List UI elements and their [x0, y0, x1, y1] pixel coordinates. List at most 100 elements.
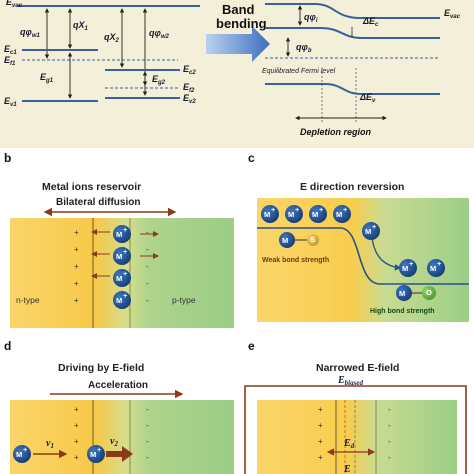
panel-b-title: Metal ions reservoir [42, 181, 141, 193]
ec1-label: Ec1 [4, 44, 17, 56]
svg-text:S: S [310, 235, 315, 244]
band-bending-label-line1: Band [222, 2, 255, 17]
svg-text:+: + [23, 445, 28, 454]
svg-text:M: M [399, 289, 405, 298]
svg-text:M: M [90, 450, 96, 459]
svg-text:+: + [97, 445, 102, 454]
plus-e-3: + [318, 437, 323, 446]
delta-ec-label: ΔEc [362, 16, 379, 28]
minus-d-3: - [146, 437, 149, 446]
plus-e-4: + [318, 453, 323, 462]
evac-bent-line [265, 3, 440, 19]
panel-b-subtitle: Bilateral diffusion [56, 197, 140, 208]
ion-b-4: M+ [113, 291, 131, 309]
ef2-label: Ef2 [183, 82, 195, 94]
plus-b-4: + [74, 279, 79, 288]
ec2-label: Ec2 [183, 64, 196, 76]
ion-c-7: M+ [427, 259, 445, 277]
plus-d-2: + [74, 421, 79, 430]
eg2-label: Eg2 [152, 74, 166, 86]
panel-c: c E direction reversion M+ M+ M+ M+ M+ M… [248, 151, 469, 322]
ion-c-2: M+ [285, 205, 303, 223]
plus-d-4: + [74, 453, 79, 462]
plus-d-3: + [74, 437, 79, 446]
e-biased-label: Ebiased [337, 375, 363, 387]
ion-c-3: M+ [309, 205, 327, 223]
svg-text:M: M [430, 264, 436, 273]
plus-b-5: + [74, 296, 79, 305]
panel-e: e Narrowed E-field Ebiased + + + + - - -… [244, 339, 467, 474]
ef1-label: Ef1 [4, 55, 16, 67]
panel-d-title: Driving by E-field [58, 362, 144, 374]
panel-b-letter: b [4, 151, 11, 165]
plus-e-1: + [318, 405, 323, 414]
panel-b: b Metal ions reservoir Bilateral diffusi… [4, 151, 234, 328]
ion-c-5: M+ [362, 222, 380, 240]
svg-text:+: + [123, 225, 128, 234]
minus-e-2: - [388, 421, 391, 430]
m-o-bond: M O [396, 285, 436, 301]
svg-text:M: M [282, 236, 288, 245]
svg-text:M: M [365, 227, 371, 236]
minus-b-2: - [146, 245, 149, 254]
weak-bond-label: Weak bond strength [262, 257, 329, 264]
fermi-label: Equilibrated Fermi level [262, 68, 336, 75]
minus-e-1: - [388, 405, 391, 414]
ion-b-1: M+ [113, 225, 131, 243]
velocity-2-label: v2 [110, 436, 118, 448]
minus-b-4: - [146, 279, 149, 288]
svg-text:M: M [116, 296, 122, 305]
svg-text:+: + [319, 205, 324, 214]
minus-e-4: - [388, 453, 391, 462]
svg-text:M: M [336, 210, 342, 219]
m-s-bond: M S [279, 232, 319, 248]
plus-e-2: + [318, 421, 323, 430]
svg-text:M: M [402, 264, 408, 273]
svg-text:M: M [116, 252, 122, 261]
svg-text:+: + [123, 269, 128, 278]
plus-d-1: + [74, 405, 79, 414]
svg-text:+: + [372, 222, 377, 231]
minus-b-5: - [146, 296, 149, 305]
plus-b-2: + [74, 245, 79, 254]
evac-label-left: Evac [6, 0, 23, 9]
svg-text:O: O [426, 288, 432, 297]
panel-c-letter: c [248, 151, 255, 165]
circuit-wire [244, 385, 467, 474]
svg-text:M: M [116, 274, 122, 283]
band-bending-label-line2: bending [216, 16, 267, 31]
svg-text:M: M [288, 210, 294, 219]
svg-text:M: M [16, 450, 22, 459]
panel-e-title: Narrowed E-field [316, 362, 399, 374]
svg-text:M: M [116, 230, 122, 239]
velocity-2-arrow [106, 446, 133, 462]
plus-b-1: + [74, 228, 79, 237]
svg-text:+: + [437, 259, 442, 268]
p-type-label: p-type [172, 295, 196, 305]
depletion-label: Depletion region [300, 127, 372, 137]
ion-c-1: M+ [261, 205, 279, 223]
minus-b-1: - [146, 228, 149, 237]
ion-b-3: M+ [113, 269, 131, 287]
minus-d-2: - [146, 421, 149, 430]
ion-d-1: M+ [13, 445, 31, 463]
minus-d-4: - [146, 453, 149, 462]
plus-b-3: + [74, 262, 79, 271]
evac-label-right: Evac [444, 8, 461, 20]
phi-w1-label: qφw1 [20, 27, 41, 39]
minus-b-3: - [146, 262, 149, 271]
chi2-label: qΧ2 [104, 32, 120, 44]
bond-path-c [257, 227, 469, 285]
ion-c-4: M+ [333, 205, 351, 223]
svg-text:M: M [264, 210, 270, 219]
svg-text:+: + [123, 247, 128, 256]
svg-text:M: M [312, 210, 318, 219]
junction-d [10, 400, 234, 474]
svg-text:+: + [409, 259, 414, 268]
ion-d-2: M+ [87, 445, 105, 463]
delta-ev-label: ΔEv [359, 92, 376, 104]
svg-text:+: + [271, 205, 276, 214]
high-bond-label: High bond strength [370, 308, 435, 315]
svg-text:+: + [295, 205, 300, 214]
